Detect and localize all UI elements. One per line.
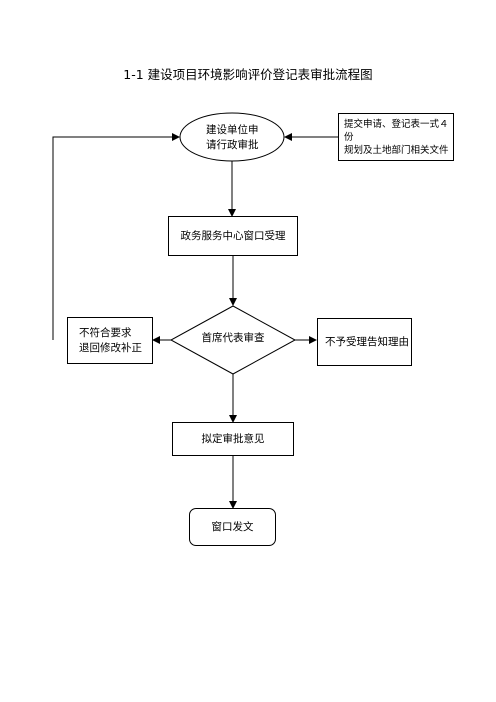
issue-document-box: 窗口发文 [189,508,276,546]
draft-opinion-box: 拟定审批意见 [172,422,294,456]
reject-line-1: 不符合要求 [79,326,132,339]
submit-documents-box: 提交申请、登记表一式４份 规划及土地部门相关文件 [338,113,454,161]
start-node-line-1: 建设单位申 [206,124,259,136]
start-node-label: 建设单位申 请行政审批 [206,123,266,153]
refuse-label: 不予受理告知理由 [325,335,409,348]
review-label: 首席代表审查 [201,332,265,344]
accept-box: 政务服务中心窗口受理 [168,216,298,256]
accept-label: 政务服务中心窗口受理 [180,229,286,242]
start-node-line-2: 请行政审批 [206,139,259,151]
reject-line-2: 退回修改补正 [79,341,142,354]
submit-documents-line-2: 规划及土地部门相关文件 [344,144,449,156]
submit-documents-line-1: 提交申请、登记表一式４份 [344,118,449,143]
arrow-reject-to-start [52,133,180,340]
refuse-box: 不予受理告知理由 [317,318,412,366]
diagram-title: 1-1 建设项目环境影响评价登记表审批流程图 [123,67,373,82]
issue-document-label: 窗口发文 [211,520,254,533]
draft-opinion-label: 拟定审批意见 [201,432,265,445]
reject-box: 不符合要求 退回修改补正 [67,317,153,364]
